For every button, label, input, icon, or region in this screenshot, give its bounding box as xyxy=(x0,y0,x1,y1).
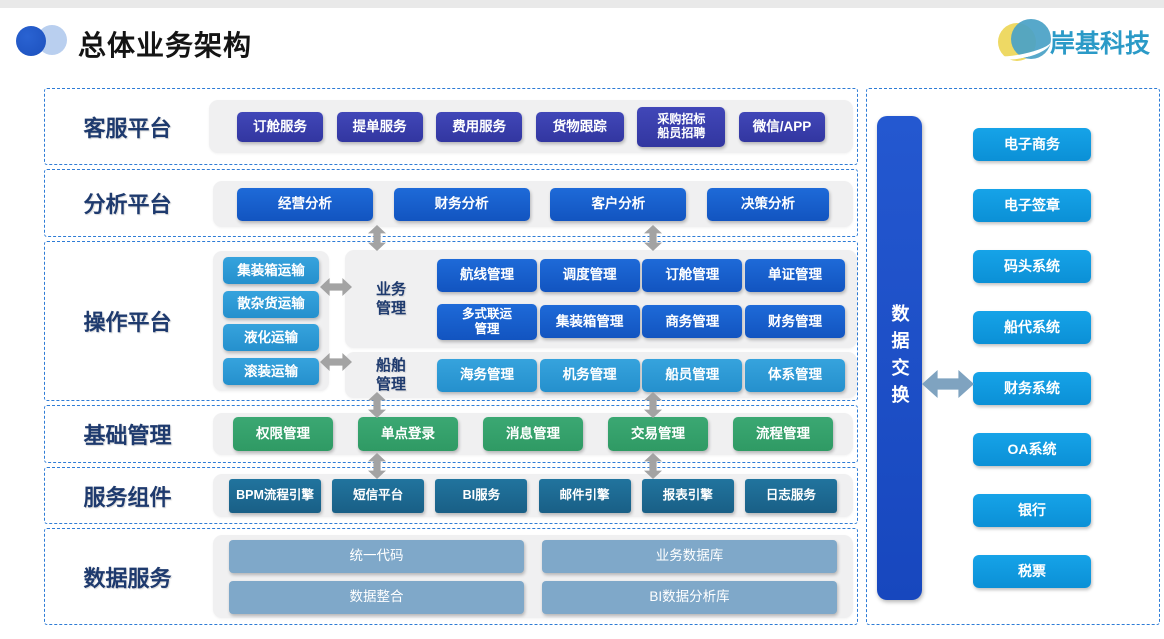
module-box: 提单服务 xyxy=(336,111,423,142)
row-operation-platform: 操作平台 集装箱运输 散杂货运输 液化运输 滚装运输 业务 管理 航线管理 调度… xyxy=(44,241,858,401)
module-box: 短信平台 xyxy=(332,478,425,513)
row-label: 分析平台 xyxy=(83,192,172,217)
service-components-panel: BPM流程引擎 短信平台 BI服务 邮件引擎 报表引擎 日志服务 xyxy=(213,474,853,517)
module-box: 统一代码 xyxy=(229,539,524,573)
module-box: 报表引擎 xyxy=(641,478,734,513)
row-label: 服务组件 xyxy=(83,484,172,510)
row-label: 基础管理 xyxy=(83,423,172,448)
module-box: 滚装运输 xyxy=(223,357,319,385)
top-strip xyxy=(0,0,1164,8)
base-management-panel: 权限管理 单点登录 消息管理 交易管理 流程管理 xyxy=(213,413,853,455)
double-arrow-horizontal-icon xyxy=(320,353,352,371)
double-arrow-vertical-icon xyxy=(368,225,386,251)
module-box: 客户分析 xyxy=(550,187,687,221)
module-box: 业务数据库 xyxy=(542,539,837,573)
data-exchange-label: 数据交换 xyxy=(889,304,910,412)
module-box: 交易管理 xyxy=(608,417,708,451)
double-arrow-horizontal-icon xyxy=(320,278,352,296)
module-box: 船员管理 xyxy=(642,358,743,392)
module-box: 经营分析 xyxy=(237,187,373,221)
module-box: 多式联运 管理 xyxy=(437,303,537,340)
module-box: 散杂货运输 xyxy=(223,290,319,318)
module-box: 订舱服务 xyxy=(237,111,323,142)
module-box: 日志服务 xyxy=(744,478,837,513)
module-box: 液化运输 xyxy=(223,324,319,352)
external-system-box: OA系统 xyxy=(973,433,1091,466)
company-logo-icon xyxy=(991,18,1053,66)
module-box: 消息管理 xyxy=(483,417,583,451)
title-bullet-dark-circle-icon xyxy=(16,26,46,56)
module-box: 单证管理 xyxy=(744,258,845,292)
group-label: 船舶 管理 xyxy=(375,356,406,394)
double-arrow-vertical-icon xyxy=(644,392,662,418)
external-system-box: 船代系统 xyxy=(973,311,1091,344)
company-logo: 岸基科技 xyxy=(991,18,1150,66)
module-box: 费用服务 xyxy=(436,111,523,142)
module-box: BI数据分析库 xyxy=(542,580,837,614)
external-system-box: 电子签章 xyxy=(973,189,1091,222)
transport-panel: 集装箱运输 散杂货运输 液化运输 滚装运输 xyxy=(213,251,329,391)
external-system-box: 银行 xyxy=(973,494,1091,527)
group-label: 业务 管理 xyxy=(375,280,406,318)
module-box: 单点登录 xyxy=(358,417,458,451)
module-box: 邮件引擎 xyxy=(538,478,631,513)
module-box: 财务分析 xyxy=(393,187,530,221)
module-box: 决策分析 xyxy=(706,187,829,221)
module-box: 航线管理 xyxy=(437,258,537,292)
row-base-management: 基础管理 权限管理 单点登录 消息管理 交易管理 流程管理 xyxy=(44,405,858,463)
data-exchange-box: 数据交换 电子商务 电子签章 码头系统 船代系统 财务系统 OA系统 银行 税票 xyxy=(866,88,1160,625)
module-box: 数据整合 xyxy=(229,580,524,614)
module-box: 流程管理 xyxy=(733,417,833,451)
row-data-services: 数据服务 统一代码 业务数据库 数据整合 BI数据分析库 xyxy=(44,528,858,625)
double-arrow-vertical-icon xyxy=(368,392,386,418)
module-box: 权限管理 xyxy=(233,417,333,451)
data-exchange-bar: 数据交换 xyxy=(877,116,922,600)
company-logo-text: 岸基科技 xyxy=(1049,30,1150,58)
module-box: 财务管理 xyxy=(744,305,845,338)
external-system-box: 财务系统 xyxy=(973,372,1091,405)
module-box: 微信/APP xyxy=(738,111,825,142)
row-service-components: 服务组件 BPM流程引擎 短信平台 BI服务 邮件引擎 报表引擎 日志服务 xyxy=(44,467,858,524)
ship-management-panel: 船舶 管理 海务管理 机务管理 船员管理 体系管理 xyxy=(345,352,857,398)
external-system-box: 码头系统 xyxy=(973,250,1091,283)
module-box: 机务管理 xyxy=(539,358,640,392)
business-management-panel: 业务 管理 航线管理 调度管理 订舱管理 单证管理 多式联运 管理 集装箱管理 … xyxy=(345,250,857,348)
module-box: 集装箱运输 xyxy=(223,257,319,284)
module-box: 订舱管理 xyxy=(642,258,743,292)
external-system-box: 税票 xyxy=(973,555,1091,588)
double-arrow-vertical-icon xyxy=(644,453,662,479)
row-analysis-platform: 分析平台 经营分析 财务分析 客户分析 决策分析 xyxy=(44,169,858,237)
double-arrow-vertical-icon xyxy=(644,225,662,251)
page-title: 总体业务架构 xyxy=(78,30,253,61)
module-box: 商务管理 xyxy=(642,305,743,338)
module-box: 海务管理 xyxy=(437,358,537,392)
data-services-panel: 统一代码 业务数据库 数据整合 BI数据分析库 xyxy=(213,535,853,618)
module-box: 调度管理 xyxy=(539,258,640,292)
row-customer-service-platform: 客服平台 订舱服务 提单服务 费用服务 货物跟踪 采购招标 船员招聘 微信/AP… xyxy=(44,88,858,165)
customer-service-panel: 订舱服务 提单服务 费用服务 货物跟踪 采购招标 船员招聘 微信/APP xyxy=(209,100,853,153)
module-box: BPM流程引擎 xyxy=(229,478,321,513)
module-box: 货物跟踪 xyxy=(535,111,624,142)
double-arrow-horizontal-icon xyxy=(922,370,974,398)
module-box: 集装箱管理 xyxy=(539,305,640,338)
external-systems-list: 电子商务 电子签章 码头系统 船代系统 财务系统 OA系统 银行 税票 xyxy=(973,128,1091,588)
module-box: 体系管理 xyxy=(744,358,845,392)
row-label: 操作平台 xyxy=(83,310,172,335)
analysis-panel: 经营分析 财务分析 客户分析 决策分析 xyxy=(213,181,853,227)
row-label: 数据服务 xyxy=(83,565,172,591)
module-box: 采购招标 船员招聘 xyxy=(637,106,726,147)
module-box: BI服务 xyxy=(435,478,528,513)
row-label: 客服平台 xyxy=(83,115,172,141)
external-system-box: 电子商务 xyxy=(973,128,1091,161)
double-arrow-vertical-icon xyxy=(368,453,386,479)
